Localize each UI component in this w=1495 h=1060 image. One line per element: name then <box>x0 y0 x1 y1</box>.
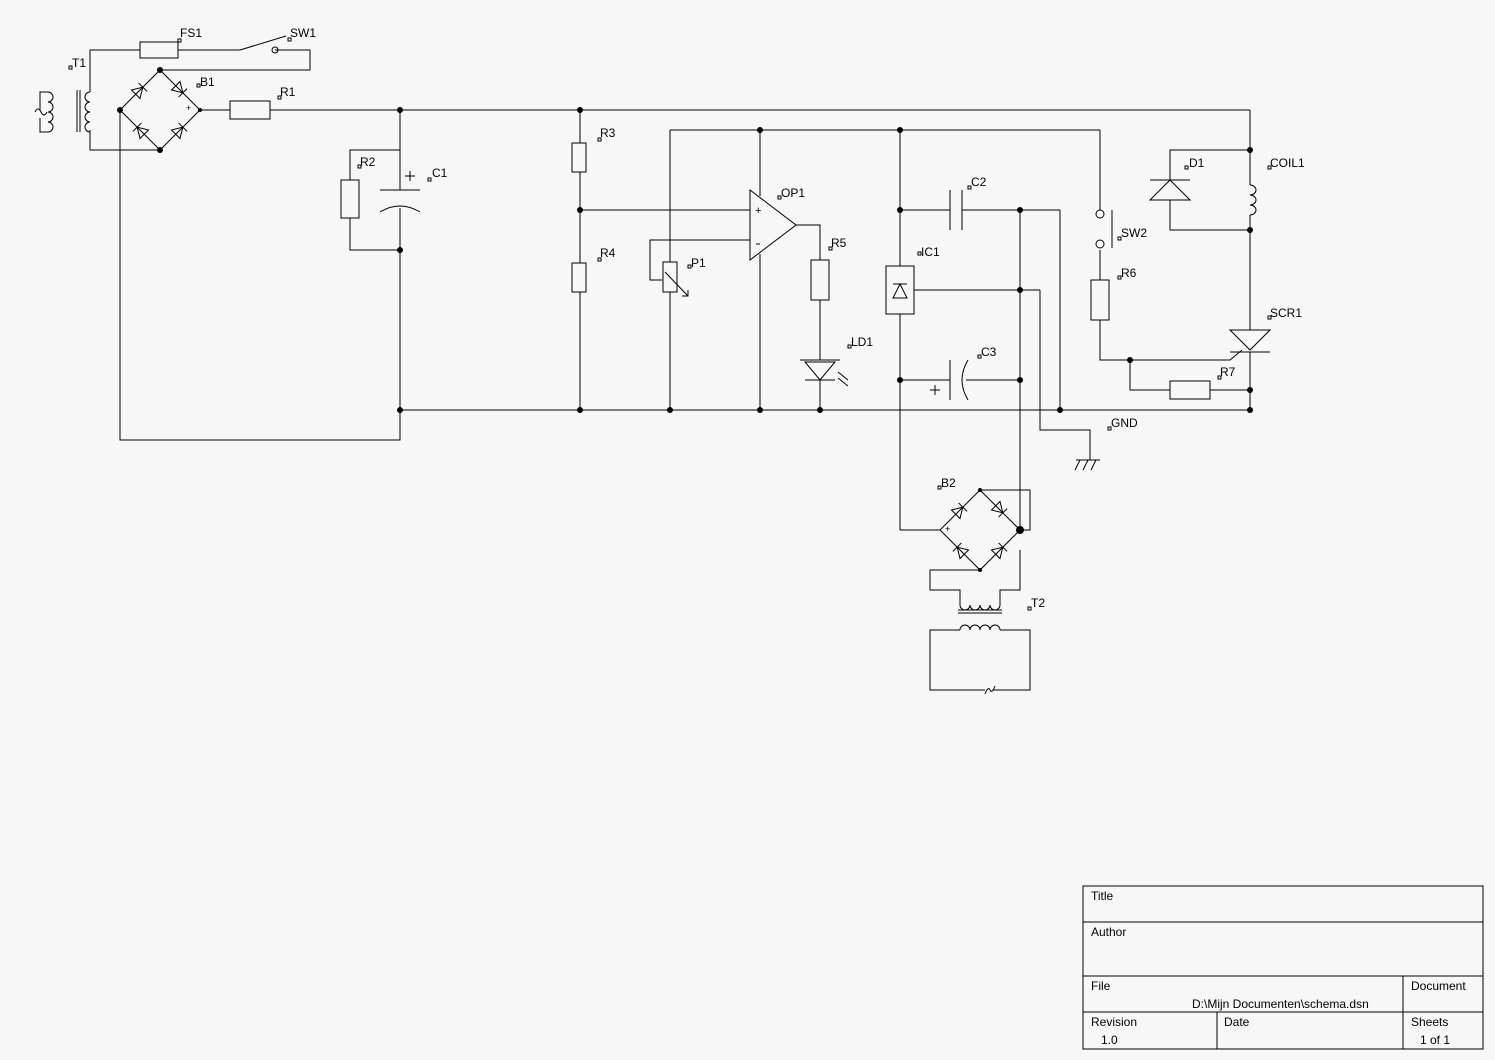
thyristor-scr1[interactable]: SCR1 <box>1228 306 1302 353</box>
label-r7: R7 <box>1220 365 1236 379</box>
label-op1: OP1 <box>781 186 805 200</box>
label-sw2: SW2 <box>1121 226 1147 240</box>
file-label: File <box>1091 979 1111 993</box>
label-scr1: SCR1 <box>1270 306 1302 320</box>
label-r4: R4 <box>600 246 616 260</box>
label-sw1: SW1 <box>290 26 316 40</box>
sheets-label: Sheets <box>1411 1015 1448 1029</box>
label-fs1: FS1 <box>180 26 202 40</box>
revision-value: 1.0 <box>1101 1033 1118 1047</box>
resistor-r1[interactable]: R1 <box>229 85 296 120</box>
label-r5: R5 <box>831 236 847 250</box>
wires <box>89 35 1251 691</box>
led-ld1[interactable]: LD1 <box>800 335 873 387</box>
capacitor-c3[interactable]: C3 <box>930 345 997 401</box>
potentiometer-p1[interactable]: P1 <box>662 256 706 297</box>
ground-symbol[interactable]: GND <box>1074 416 1138 471</box>
svg-text:+: + <box>186 103 191 113</box>
label-ic1: IC1 <box>921 245 940 259</box>
document-label: Document <box>1411 979 1466 993</box>
ic1-regulator[interactable]: IC1 <box>885 245 940 315</box>
label-c3: C3 <box>981 345 997 359</box>
label-c1: C1 <box>432 166 448 180</box>
label-r6: R6 <box>1121 266 1137 280</box>
label-ld1: LD1 <box>851 335 873 349</box>
label-b1: B1 <box>200 75 215 89</box>
date-label: Date <box>1224 1015 1250 1029</box>
title-block: Title Author File D:\Mijn Documenten\sch… <box>1082 885 1484 1050</box>
resistor-r6[interactable]: R6 <box>1090 266 1137 321</box>
svg-text:+: + <box>755 205 761 217</box>
coil-coil1[interactable]: COIL1 <box>1249 156 1305 216</box>
author-label: Author <box>1091 925 1126 939</box>
sheets-value: 1 of 1 <box>1420 1033 1450 1047</box>
title-label: Title <box>1091 889 1114 903</box>
opamp-op1[interactable]: + OP1 <box>749 186 805 262</box>
label-d1: D1 <box>1189 156 1205 170</box>
revision-label: Revision <box>1091 1015 1137 1029</box>
label-gnd: GND <box>1111 416 1138 430</box>
label-coil1: COIL1 <box>1270 156 1305 170</box>
junction-dots <box>117 67 1253 572</box>
label-p1: P1 <box>691 256 706 270</box>
resistor-r5[interactable]: R5 <box>810 236 847 301</box>
switch-sw1[interactable]: SW1 <box>271 26 316 54</box>
resistor-r2[interactable]: R2 <box>340 155 376 219</box>
transformer-t2[interactable]: T2 <box>958 596 1045 695</box>
fuse-fs1[interactable]: FS1 <box>139 26 202 59</box>
capacitor-c1[interactable]: C1 <box>379 166 448 213</box>
label-t2: T2 <box>1031 596 1045 610</box>
file-path-value: D:\Mijn Documenten\schema.dsn <box>1192 997 1369 1011</box>
label-r3: R3 <box>600 126 616 140</box>
resistor-r4[interactable]: R4 <box>571 246 616 293</box>
svg-text:+: + <box>945 524 950 534</box>
bridge-rectifier-b2[interactable]: + B2 <box>937 476 1021 571</box>
transformer-t1[interactable]: T1 <box>34 56 91 133</box>
label-c2: C2 <box>971 175 987 189</box>
capacitor-c2[interactable]: C2 <box>949 175 987 230</box>
label-b2: B2 <box>941 476 956 490</box>
label-r2: R2 <box>360 155 376 169</box>
resistor-r7[interactable]: R7 <box>1169 365 1236 400</box>
bridge-rectifier-b1[interactable]: + B1 <box>119 69 215 151</box>
resistor-r3[interactable]: R3 <box>571 126 616 173</box>
diode-d1[interactable]: D1 <box>1148 156 1205 201</box>
switch-sw2[interactable]: SW2 <box>1095 209 1147 249</box>
label-t1: T1 <box>72 56 86 70</box>
label-r1: R1 <box>280 85 296 99</box>
